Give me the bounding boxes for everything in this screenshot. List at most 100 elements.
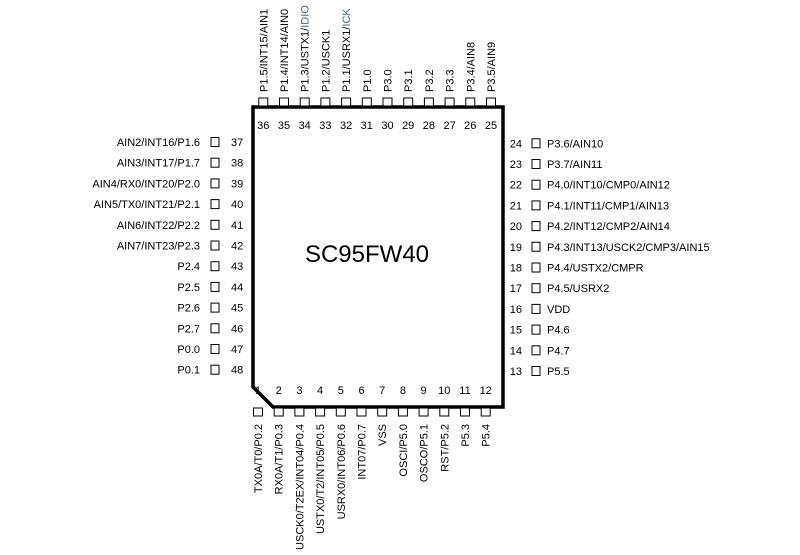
pin-46-label: P2.7 — [177, 323, 200, 335]
pin-22-label: P4.0/INT10/CMP0/AIN12 — [547, 180, 670, 192]
pin-30-number: 30 — [381, 120, 393, 132]
pin-8-pad — [397, 407, 408, 417]
pin-13-label: P5.5 — [547, 366, 570, 378]
pin-44-label: P2.5 — [177, 282, 200, 294]
pin-4-number: 4 — [317, 385, 323, 397]
pin-21-number: 21 — [510, 200, 522, 212]
pin-4-pad — [315, 407, 326, 417]
pin-31-pad — [361, 97, 372, 107]
pin-23-pad — [531, 159, 541, 169]
pin-38-pad — [210, 157, 220, 168]
pin-38-number: 38 — [231, 158, 243, 170]
pin-24-label: P3.6/AIN10 — [547, 138, 603, 150]
pin-5-pad — [335, 407, 346, 417]
pin-34-pad — [299, 97, 310, 107]
pin-20-label: P4.2/INT12/CMP2/AIN14 — [547, 221, 670, 233]
pin-23-label: P3.7/AIN11 — [547, 159, 602, 171]
pin-3-pad — [294, 407, 305, 417]
pin-44-number: 44 — [231, 282, 243, 294]
pin-46-number: 46 — [231, 323, 243, 335]
pin-26-label: P3.4/AIN8 — [465, 42, 477, 92]
pin-10-label: RST/P5.2 — [439, 424, 451, 472]
pin-2-pad — [273, 407, 284, 417]
pin-40-number: 40 — [231, 199, 243, 211]
pin-16-pad — [531, 303, 541, 314]
pin-37-label: AIN2/INT16/P1.6 — [117, 137, 200, 149]
pin-20-number: 20 — [510, 221, 522, 233]
pin-35-pad — [279, 97, 289, 107]
pin-45-label: P2.6 — [177, 303, 200, 315]
pin-30-pad — [382, 97, 393, 107]
pin-15-pad — [531, 324, 541, 335]
pin-8-label: OSCI/P5.0 — [398, 424, 410, 477]
pin-43-number: 43 — [231, 261, 243, 273]
pin-17-pad — [531, 283, 541, 294]
pin-2-number: 2 — [276, 385, 282, 397]
pin-37-pad — [210, 137, 220, 147]
pin-7-number: 7 — [379, 385, 385, 397]
pin-11-label: P5.3 — [460, 424, 472, 447]
pin-34-number: 34 — [299, 120, 311, 132]
pin-21-pad — [531, 200, 541, 211]
pin-12-label: P5.4 — [481, 424, 493, 447]
pin-38-label: AIN3/INT17/P1.7 — [117, 158, 200, 170]
pin-22-pad — [531, 179, 541, 190]
pin-9-number: 9 — [421, 385, 427, 397]
pin-10-number: 10 — [438, 385, 450, 397]
pin-36-pad — [258, 97, 269, 107]
pin-13-pad — [531, 366, 541, 376]
pin-42-number: 42 — [231, 241, 243, 253]
pin-41-number: 41 — [231, 220, 243, 232]
pin-21-label: P4.1/INT11/CMP1/AIN13 — [547, 200, 669, 212]
pin-34-label: P1.3/USTX1/IDIO — [300, 5, 312, 92]
pin-18-label: P4.4/USTX2/CMPR — [547, 263, 644, 275]
pin-6-label: INT07/P0.7 — [357, 424, 369, 480]
pin-43-pad — [210, 261, 220, 272]
pin-39-number: 39 — [231, 178, 243, 190]
pin-11-pad — [460, 407, 470, 417]
pin-18-pad — [531, 262, 541, 273]
chip-name: SC95FW40 — [305, 241, 429, 268]
pin-25-label: P3.5/AIN9 — [486, 42, 498, 92]
pin-5-number: 5 — [338, 385, 344, 397]
pin-44-pad — [210, 281, 220, 292]
pin-20-pad — [531, 221, 541, 232]
pin-19-pad — [531, 241, 541, 252]
pin-32-number: 32 — [340, 120, 352, 132]
pin-23-number: 23 — [510, 159, 522, 171]
pin-1-pad — [253, 407, 263, 417]
pin-6-number: 6 — [358, 385, 364, 397]
pin-27-number: 27 — [443, 120, 455, 132]
pin-32-pad — [341, 97, 352, 107]
pin-48-pad — [210, 364, 220, 375]
pin-29-pad — [403, 97, 414, 107]
pin-35-label: P1.4/INT14/AIN0 — [279, 9, 291, 92]
pin-39-pad — [210, 178, 220, 189]
pin-8-number: 8 — [400, 385, 406, 397]
pin-25-number: 25 — [485, 120, 497, 132]
pin-25-pad — [486, 97, 496, 107]
pin-1-label: TX0A/T0/P0.2 — [253, 424, 265, 493]
pin-1-number: 1 — [255, 385, 261, 397]
pin-12-pad — [480, 407, 491, 417]
pin-46-pad — [210, 323, 220, 334]
pin-42-label: AIN7/INT23/P2.3 — [117, 241, 200, 253]
pin-11-number: 11 — [459, 385, 470, 397]
pin-35-number: 35 — [278, 120, 290, 132]
pin-33-label: P1.2/USCK1 — [320, 30, 332, 92]
pin-15-number: 15 — [510, 325, 522, 337]
pin-16-label: VDD — [547, 304, 570, 316]
pin-43-label: P2.4 — [177, 261, 200, 273]
pin-32-label: P1.1/USRX1/ICK — [341, 8, 353, 92]
pin-19-number: 19 — [510, 242, 522, 254]
pin-6-pad — [356, 407, 367, 417]
pin-9-pad — [418, 407, 429, 417]
pin-3-number: 3 — [296, 385, 302, 397]
pin-48-number: 48 — [231, 365, 243, 377]
pin-31-label: P1.0 — [362, 69, 374, 92]
pin-28-label: P3.2 — [424, 69, 436, 92]
pin-14-label: P4.7 — [547, 345, 570, 357]
pin-27-pad — [444, 97, 455, 107]
pin-45-number: 45 — [231, 303, 243, 315]
